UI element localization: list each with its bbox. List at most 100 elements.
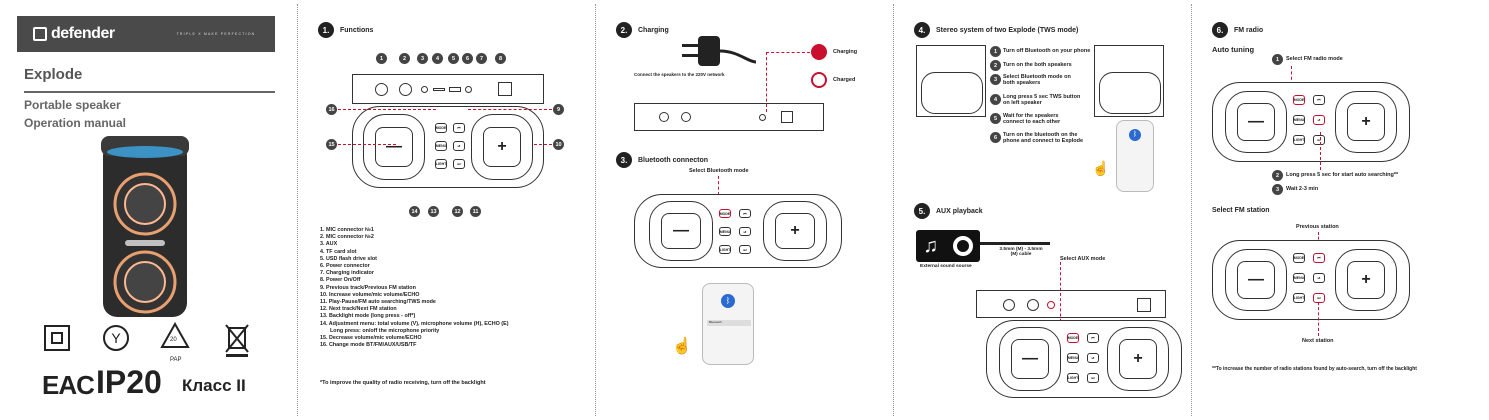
right-ring [1107,327,1169,391]
function-item: 8. Power On/Off [320,277,361,284]
leader-line [338,109,436,110]
menu-button: MENU [719,227,731,236]
control-panel: — + MODE MENU LIGHT ⏮ ⏯ ⏭ [986,320,1182,398]
weee-bin-icon [225,324,249,357]
aux-header: 5.AUX playback [914,203,983,219]
mode-button: MODE [1293,253,1305,263]
plus-knob: + [775,213,815,249]
leader-line [338,144,396,145]
dc-jack [465,86,472,93]
minus-knob: — [375,127,413,167]
fm-footnote: **To increase the number of radio statio… [1212,366,1417,372]
leader-line [1318,302,1319,336]
marker-11: 11 [470,206,481,217]
left-ring [1225,91,1287,153]
light-button: LIGHT [1293,135,1305,145]
marker-9: 9 [553,104,564,115]
function-item: Long press: on/off the microphone priori… [330,327,440,334]
tws-step-6: Turn on the bluetooth on the phone and c… [1003,132,1084,144]
menu-button: MENU [1067,353,1079,363]
tws-step-5: Wait for the speakers connect to each ot… [1003,113,1061,125]
model-title: Explode [24,66,83,83]
section-number: 5. [914,203,930,219]
marker-4: 4 [432,53,443,64]
play-tws-button: ⏯ [739,227,751,236]
bluetooth-icon: ᛒ [1129,129,1141,141]
charging-bluetooth-panel: 2.Charging Connect the speakers to the 2… [596,0,893,420]
function-item: 6. Power connector [320,263,370,270]
rear-panel [352,74,544,104]
bluetooth-icon: ᛒ [721,294,735,308]
section-number: 1. [318,22,334,38]
fm-step-2: Long press 5 sec for start auto searchin… [1286,172,1399,178]
mic2-jack [399,83,412,96]
connect-network-text: Connect the speakers to the 220V network [634,72,725,77]
phone-illustration: ᛒ Bluetooth [702,283,754,365]
section-number: 6. [1212,22,1228,38]
fm-step-1-marker: 1 [1272,54,1283,65]
function-item: 7. Charging indicator [320,270,374,277]
light-button: LIGHT [719,245,731,254]
function-item: 13. Backlight mode (long press - off*) [320,313,416,320]
section-title: Bluetooth connecton [638,156,708,164]
leader-line [1291,66,1292,96]
tws-step-4: Long press 5 sec TWS button on left spea… [1003,94,1081,106]
protection-class: Класс II [182,376,246,395]
section-number: 3. [616,152,632,168]
cable-label: 3.5mm (M) - 3.5mm (M) cable [999,247,1043,257]
mode-button: MODE [719,209,731,218]
phone-illustration: ᛒ [1116,120,1154,192]
function-item: 12. Next track/Next FM station [320,306,397,313]
ip-rating: IP20 [96,364,162,400]
control-panel: — + MODE MENU LIGHT ⏮ ⏯ ⏭ [634,194,842,268]
charged-led-icon [811,72,827,88]
prev-button: ⏮ [453,123,465,133]
plus-knob: + [483,127,521,167]
function-item: 10. Increase volume/mic volume/ECHO [320,291,420,298]
fold-line [595,4,596,416]
functions-panel: 1.Functions 1 2 3 4 5 6 7 8 — + MODE MEN… [298,0,595,420]
marker-10: 10 [553,139,564,150]
hand-icon: ☝ [672,338,692,355]
aux-cable-icon [980,242,1050,245]
right-ring [1335,249,1397,311]
section-title: FM radio [1234,26,1264,34]
function-item: 1. MIC connector №1 [320,227,374,233]
cover-panel: defender TRIPLE X MAKE PERFECTION Explod… [0,0,296,420]
section-title: Functions [340,26,374,34]
leader-line [766,52,767,112]
external-source-label: External sound sourse [920,264,972,269]
fold-line [1191,4,1192,416]
bt-item-label: Bluetooth [709,320,722,324]
fm-step-3: Wait 2-3 min [1286,186,1319,192]
subtitle-2: Operation manual [24,116,127,130]
plus-knob: + [1119,339,1157,379]
auto-tuning-title: Auto tuning [1212,45,1255,54]
play-tws-button: ⏯ [1313,115,1325,125]
light-button: LIGHT [1067,373,1079,383]
menu-button: MENU [1293,115,1305,125]
marker-7: 7 [476,53,487,64]
play-tws-button: ⏯ [1313,273,1325,283]
charging-label: Charging [833,49,858,55]
tf-slot [433,88,445,91]
tws-step-4-marker: 4 [990,94,1001,105]
leader-line [766,52,810,53]
marker-16: 16 [326,104,337,115]
minus-knob: — [1237,103,1275,141]
right-ring [1335,91,1397,153]
power-switch [498,82,512,96]
tws-step-3-marker: 3 [990,74,1001,85]
play-tws-button: ⏯ [1087,353,1099,363]
leader-line [1320,132,1321,170]
function-item: 3. AUX [320,241,338,248]
tws-step-5-marker: 5 [990,113,1001,124]
marker-15: 15 [326,139,337,150]
marker-6: 6 [462,53,473,64]
leader-line [468,109,552,110]
marker-14: 14 [409,206,420,217]
next-button: ⏭ [1087,373,1099,383]
rear-panel [976,290,1166,318]
speaker-image [101,136,189,317]
function-item: 16. Change mode BT/FM/AUX/USB/TF [320,342,417,349]
